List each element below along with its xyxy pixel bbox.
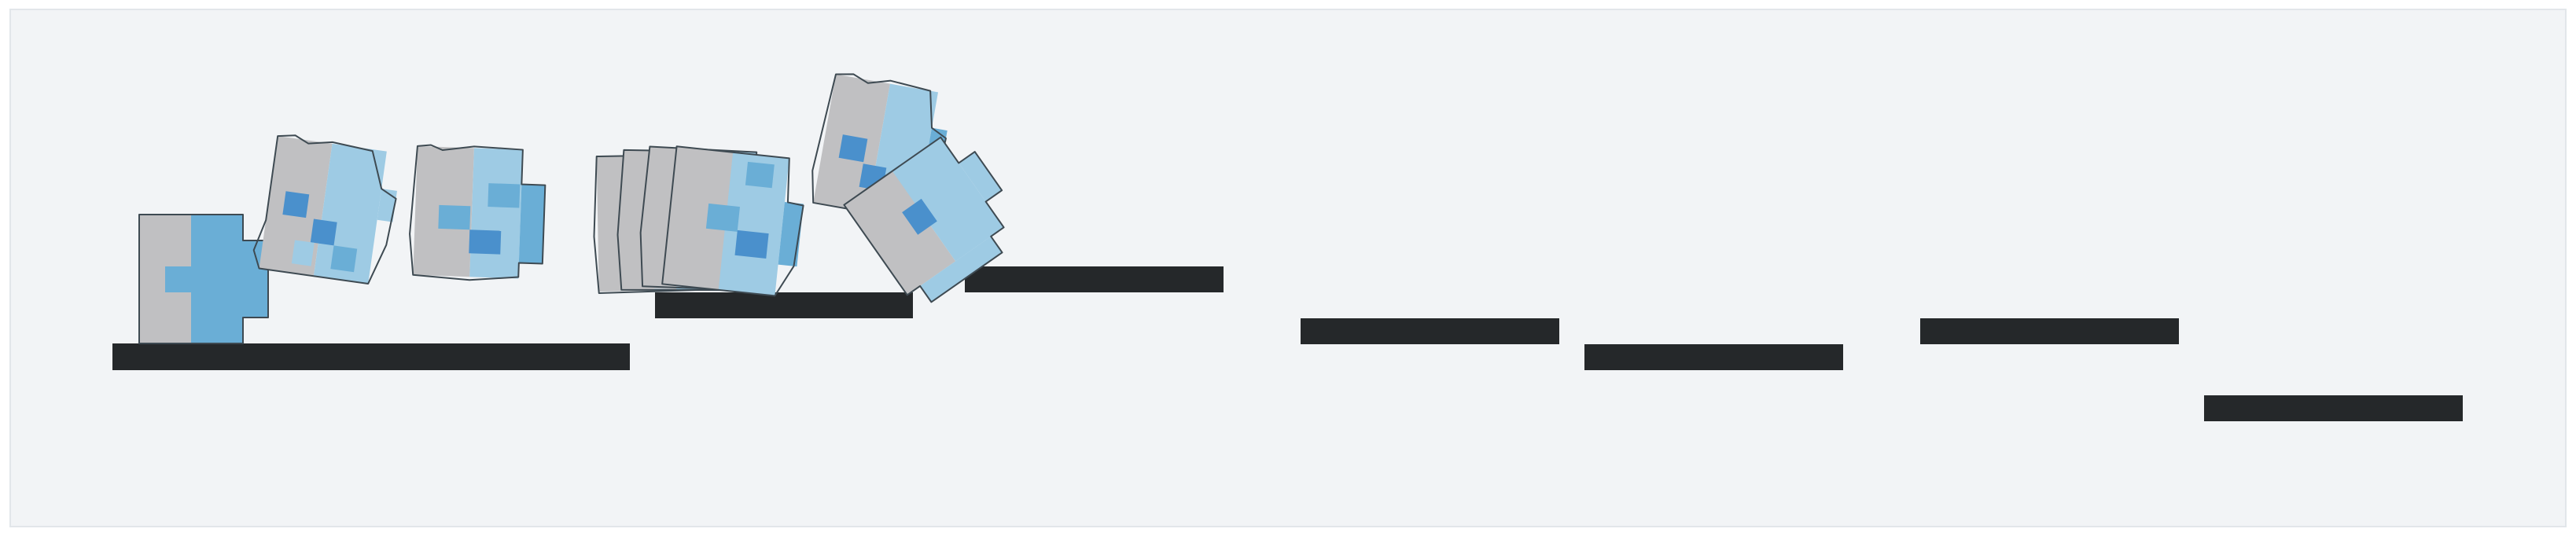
platform-6 (1920, 318, 2179, 344)
platform-5 (1584, 344, 1843, 370)
block-piece-upright[interactable] (138, 214, 269, 344)
platform-ground-left (112, 343, 630, 370)
platform-7 (2204, 395, 2463, 421)
block-piece-stack[interactable] (593, 145, 808, 298)
platform-4 (1301, 318, 1559, 344)
block-piece-tilted-1[interactable] (252, 132, 403, 286)
platforms (112, 266, 2463, 421)
play-area-background (9, 9, 2567, 527)
platform-3 (965, 266, 1224, 292)
block-piece-falling[interactable] (843, 126, 1031, 311)
platform-2 (655, 292, 913, 318)
block-piece-tilted-2[interactable] (408, 144, 546, 283)
